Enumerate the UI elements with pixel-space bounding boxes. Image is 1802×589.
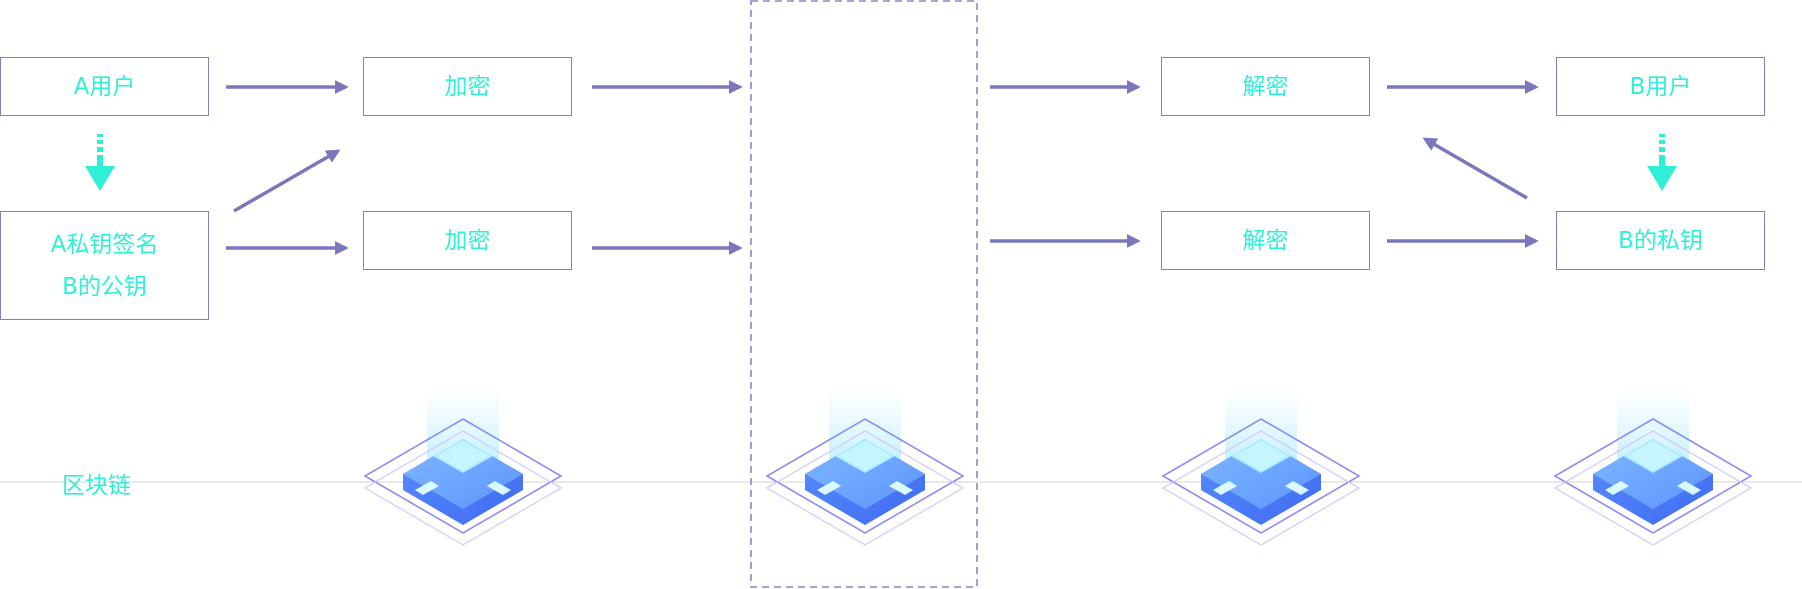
a-user-label: A用户: [73, 73, 136, 100]
b-user-box: B用户: [1556, 57, 1765, 116]
dashed-down-arrow-icon: [1647, 134, 1677, 191]
blockchain-node-icon: [766, 385, 964, 546]
encrypt-box-bottom: 加密: [363, 211, 572, 270]
arrow-bkey-diagonal: [1422, 137, 1528, 200]
network-region: [750, 0, 978, 588]
arrow-akeys-diagonal: [233, 149, 341, 213]
a-user-box: A用户: [0, 57, 209, 116]
blockchain-node-icon: [1554, 385, 1752, 546]
a-private-key-signature-label: A私钥签名: [50, 231, 159, 258]
b-private-key-box: B的私钥: [1556, 211, 1765, 270]
decrypt-label-top: 解密: [1242, 73, 1289, 100]
decrypt-box-bottom: 解密: [1161, 211, 1370, 270]
encrypt-label-top: 加密: [444, 73, 491, 100]
b-public-key-label: B的公钥: [62, 273, 147, 300]
encrypt-label-bottom: 加密: [444, 227, 491, 254]
encrypt-box-top: 加密: [363, 57, 572, 116]
b-private-key-label: B的私钥: [1618, 227, 1703, 254]
decrypt-box-top: 解密: [1161, 57, 1370, 116]
blockchain-node-icon: [1162, 385, 1360, 546]
dashed-down-arrow-icon: [85, 134, 115, 191]
decrypt-label-bottom: 解密: [1242, 227, 1289, 254]
blockchain-label: 区块链: [62, 473, 131, 499]
a-keys-box: A私钥签名 B的公钥: [0, 211, 209, 320]
blockchain-node-icon: [364, 385, 562, 546]
b-user-label: B用户: [1629, 73, 1692, 100]
